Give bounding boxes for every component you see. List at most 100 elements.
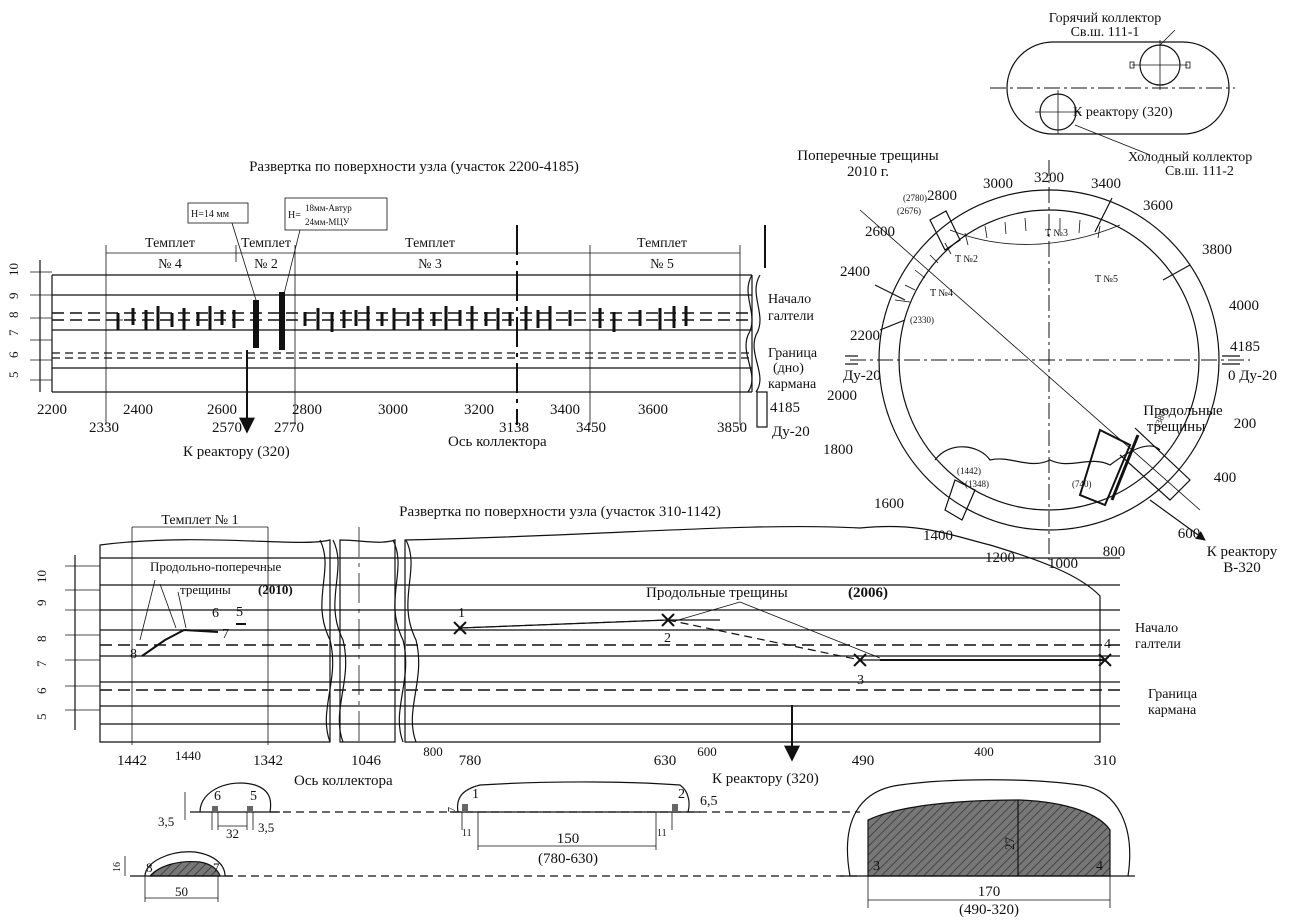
- upper-border-3: кармана: [768, 377, 817, 392]
- upper-ytick-6: 6: [6, 351, 21, 358]
- upper-ytick-8: 8: [6, 312, 21, 319]
- circ-4000: 4000: [1229, 298, 1259, 314]
- h14-label: H=14 мм: [191, 209, 230, 220]
- cold-collector-id: Св.ш. 111-2: [1165, 164, 1234, 179]
- circ-3800: 3800: [1202, 242, 1232, 258]
- longitudinal-window: [1078, 428, 1132, 507]
- lower-xtick-800: 800: [423, 744, 443, 759]
- upper-fillet-2: галтели: [768, 309, 814, 324]
- upper-ytick-10: 10: [6, 263, 21, 276]
- upper-xbot-3450: 3450: [576, 420, 606, 436]
- nozzle-left: Ду-20: [843, 368, 881, 384]
- cross-cracks-2: трещины: [180, 582, 231, 597]
- s1-6: 6: [214, 789, 221, 804]
- upper-border-2: (дно): [773, 361, 804, 376]
- s3-range: (490-320): [959, 902, 1019, 918]
- s1-50: 50: [175, 884, 188, 899]
- upper-xtick-2200: 2200: [37, 402, 67, 418]
- template-4-name: Темплет: [145, 236, 195, 251]
- upper-xbot-2570: 2570: [212, 420, 242, 436]
- hot-collector-id: Св.ш. 111-1: [1071, 25, 1140, 40]
- lower-ytick-6: 6: [34, 687, 49, 694]
- pt-5: 5: [236, 605, 243, 620]
- t3-label: T №3: [1045, 228, 1068, 239]
- template-2-name: Темплет: [241, 236, 291, 251]
- upper-xtick-3400: 3400: [550, 402, 580, 418]
- small-2676: (2676): [897, 206, 921, 216]
- hot-to-reactor: К реактору (320): [1073, 105, 1173, 120]
- s2-2: 2: [678, 787, 685, 802]
- lower-template: Темплет № 1: [161, 513, 238, 528]
- upper-dev-title: Развертка по поверхности узла (участок 2…: [249, 159, 579, 175]
- section-1-2: 1 2 7 6,5 11 11 150 (780-630): [447, 781, 718, 867]
- upper-border-1: Граница: [768, 346, 818, 361]
- t5-label: T №5: [1095, 274, 1118, 285]
- circ-2800: 2800: [927, 188, 957, 204]
- to-reactor-2: В-320: [1223, 560, 1261, 576]
- lower-axis: Ось коллектора: [294, 773, 393, 789]
- s2-1: 1: [472, 787, 479, 802]
- small-1442: (1442): [957, 466, 981, 476]
- lower-dev-title: Развертка по поверхности узла (участок 3…: [399, 504, 721, 520]
- s2-7: 7: [447, 807, 458, 812]
- circ-1800: 1800: [823, 442, 853, 458]
- upper-xtick-3200: 3200: [464, 402, 494, 418]
- upper-development: Развертка по поверхности узла (участок 2…: [6, 159, 818, 460]
- s3-4: 4: [1096, 859, 1103, 874]
- s1-35b: 3,5: [258, 820, 274, 835]
- section-3-4-hatch: [867, 799, 1111, 877]
- lower-xtick-310: 310: [1094, 753, 1117, 769]
- h18-autur: 18мм-Автур: [305, 203, 352, 213]
- s1-7: 7: [213, 860, 220, 875]
- small-1348: (1348): [965, 479, 989, 489]
- lower-xtick-780: 780: [459, 753, 482, 769]
- section-views: 6 5 3,5 3,5 32 16 50 8 7: [112, 779, 1135, 918]
- circ-400: 400: [1214, 470, 1237, 486]
- upper-cracks: [113, 292, 688, 350]
- long-year: (2006): [848, 585, 888, 601]
- s3-3: 3: [873, 859, 880, 874]
- template-5-num: № 5: [650, 257, 674, 272]
- template-3-num: № 3: [418, 257, 442, 272]
- upper-axis: Ось коллектора: [448, 434, 547, 450]
- upper-ytick-7: 7: [6, 329, 21, 336]
- lower-xtick-1442: 1442: [117, 753, 147, 769]
- s1-16: 16: [112, 862, 123, 872]
- lower-xtick-1342: 1342: [253, 753, 283, 769]
- long-cracks: Продольные трещины: [646, 585, 788, 601]
- pt-8: 8: [130, 647, 137, 662]
- pt-2: 2: [664, 631, 671, 646]
- section-3-4: 3 4 27 170 (490-320): [840, 779, 1135, 918]
- section-5-6: 6 5 3,5 3,5 32: [158, 782, 280, 841]
- lower-xtick-400: 400: [974, 744, 994, 759]
- t4-label: T №4: [930, 288, 953, 299]
- nozzle-right: 0 Ду-20: [1228, 368, 1277, 384]
- nozzle-rect: [756, 391, 768, 428]
- upper-xbot-2330: 2330: [89, 420, 119, 436]
- s2-11b: 11: [657, 828, 667, 839]
- circ-1400: 1400: [923, 528, 953, 544]
- pt-6: 6: [212, 606, 219, 621]
- pt-4: 4: [1104, 637, 1111, 652]
- t2-window: [929, 210, 961, 251]
- s2-150: 150: [557, 831, 580, 847]
- circ-800: 800: [1103, 544, 1126, 560]
- lower-fillet-2: галтели: [1135, 637, 1181, 652]
- upper-xbot-3850: 3850: [717, 420, 747, 436]
- upper-xbot-2770: 2770: [274, 420, 304, 436]
- template-2-num: № 2: [254, 257, 278, 272]
- lower-fillet-1: Начало: [1135, 621, 1178, 636]
- collector-schematic: Горячий коллектор Св.ш. 111-1 К реактору…: [990, 11, 1252, 179]
- upper-x-end: 4185: [770, 400, 800, 416]
- s1-5: 5: [250, 789, 257, 804]
- lower-border-2: кармана: [1148, 703, 1197, 718]
- section-7-8: 16 50 8 7: [112, 851, 232, 902]
- long-cracks-title-1: Продольные: [1143, 403, 1223, 419]
- small-740: (740): [1072, 479, 1092, 489]
- cross-cracks-title-1: Поперечные трещины: [797, 148, 938, 164]
- pt-1: 1: [458, 606, 465, 621]
- lower-ytick-9: 9: [34, 600, 49, 607]
- upper-ytick-9: 9: [6, 293, 21, 300]
- hot-collector-title: Горячий коллектор: [1049, 11, 1161, 26]
